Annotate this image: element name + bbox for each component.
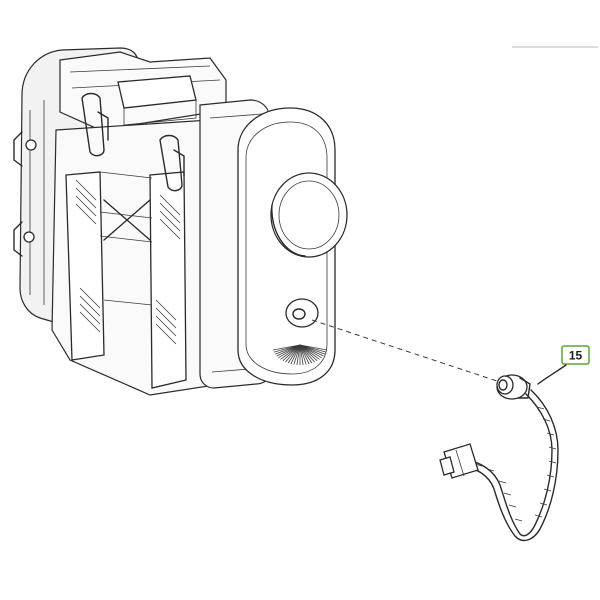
wire-tick [508,504,517,508]
wire-tick [543,488,552,492]
wire-tick [539,502,548,506]
hatch-line [299,344,307,365]
hatch-line [299,344,313,364]
callout-box [561,345,590,365]
hatch-line [299,344,304,365]
hatch-line [272,344,301,351]
hatch-line [285,344,301,363]
hatch-line [299,344,322,359]
hatch-line [299,344,320,360]
wire-tick [486,468,495,472]
wire-tick [514,518,523,522]
wire-tick [498,480,507,484]
wire-tick [536,406,545,410]
callout-label: 15 [569,349,583,363]
wire-tick [503,492,512,496]
hatch-line [282,344,301,362]
hatch-line [296,344,301,365]
leader-line [311,319,501,383]
hatch-line [299,344,315,363]
hatch-line [280,344,301,360]
sensor-harness-part [439,374,559,542]
callout-leader [537,364,567,385]
wire-tick [542,418,551,422]
hatch-line [293,344,301,365]
wire-tick [546,474,555,478]
callout-15[interactable]: 15 [561,345,590,365]
air-filter-housing [13,47,348,396]
hatch-pattern [272,344,328,365]
hatch-line [299,344,318,362]
wire-tick [534,514,543,518]
hatch-line [299,344,310,365]
hatch-line [290,344,301,365]
hatch-line [287,344,301,364]
wire-tick [548,460,557,464]
wire-tick [546,432,555,436]
wire-tick [548,446,557,450]
